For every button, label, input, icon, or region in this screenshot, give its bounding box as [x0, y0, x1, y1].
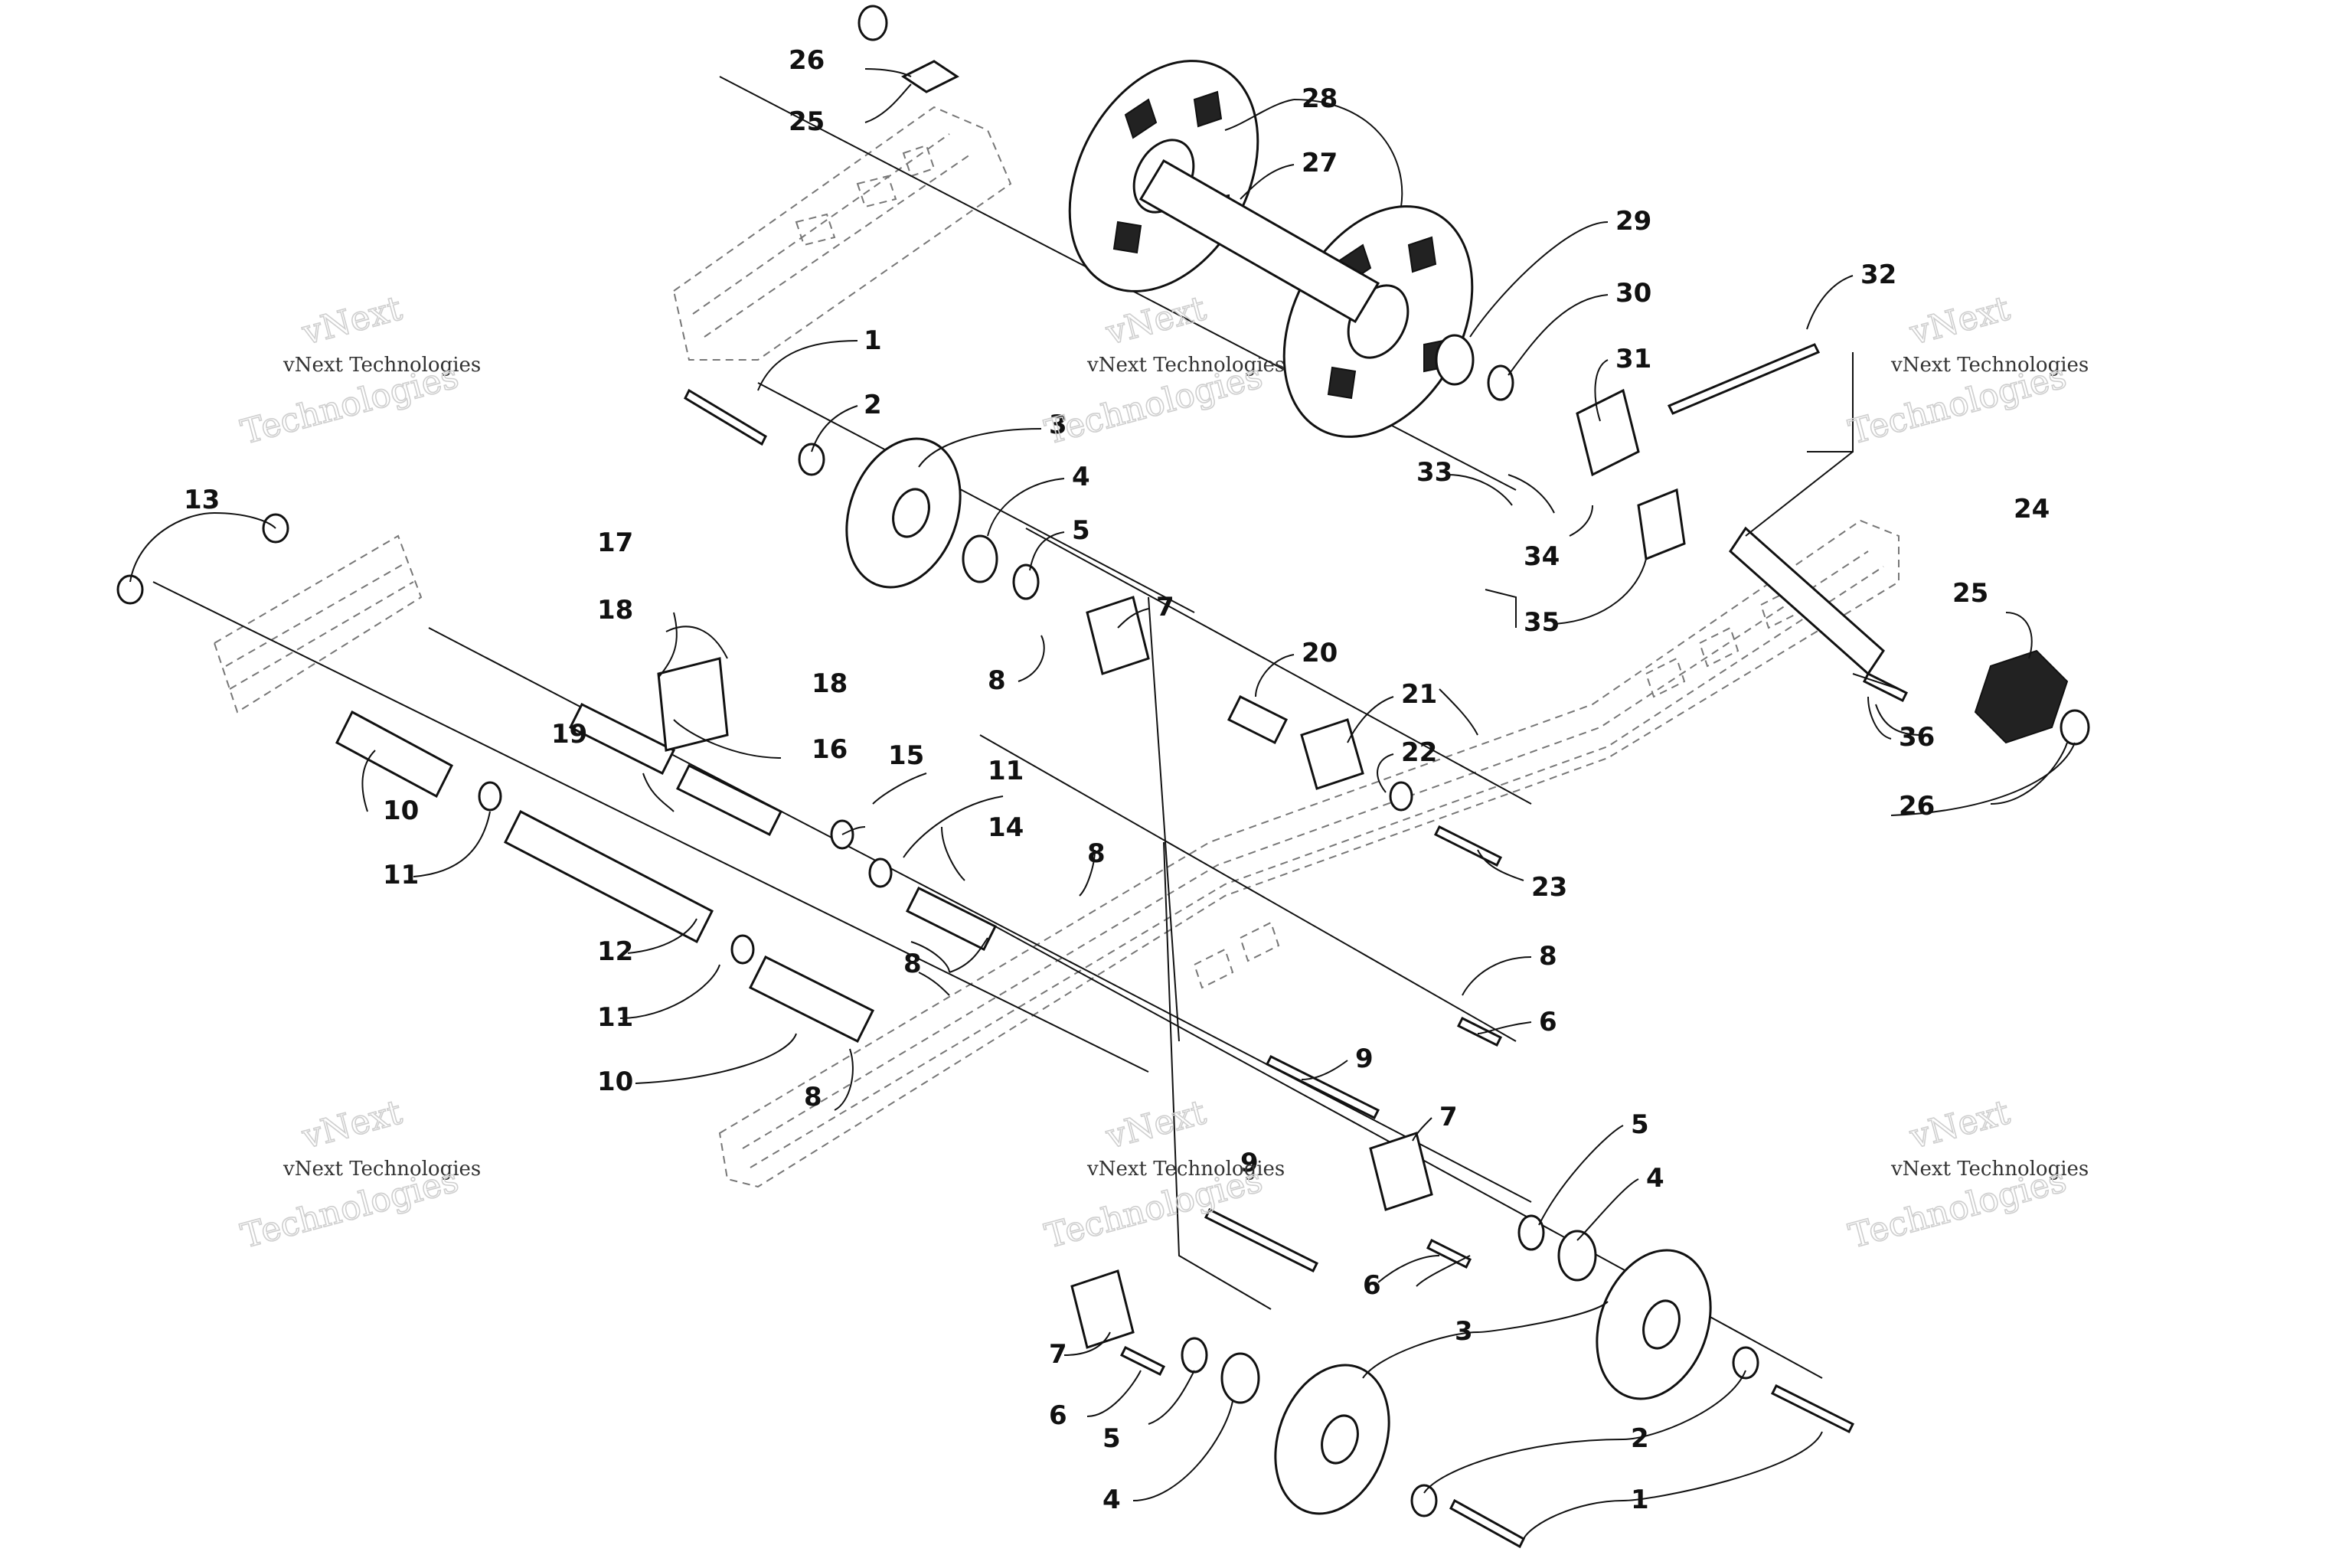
svg-text:vNext: vNext: [1906, 1093, 2014, 1157]
callout-32: 32: [1860, 260, 1896, 290]
callout-19: 19: [551, 719, 587, 750]
callout-6-right: 6: [1363, 1270, 1381, 1301]
watermark-bottom-left: vNext vNext Technologies Technologies: [237, 1092, 481, 1256]
callout-numbers: 1 2 3 4 5 7 8 28 27 29 30 31 32 33 34 35…: [184, 45, 2050, 1515]
svg-text:vNext: vNext: [1102, 1093, 1210, 1157]
callout-3-lower: 3: [1455, 1316, 1473, 1347]
svg-text:vNext: vNext: [298, 289, 407, 353]
svg-text:vNext Technologies: vNext Technologies: [1086, 354, 1285, 377]
idler-wheel-lower-left: [1274, 1364, 1390, 1515]
callout-5: 5: [1072, 515, 1090, 546]
callout-14: 14: [988, 812, 1024, 843]
idler-wheel-large-right: [1282, 205, 1474, 438]
callout-8: 8: [988, 665, 1006, 696]
callout-22: 22: [1401, 737, 1437, 768]
callout-26-top: 26: [789, 45, 825, 76]
callout-36: 36: [1899, 722, 1935, 753]
callout-29: 29: [1615, 206, 1651, 237]
callout-26-right: 26: [1899, 791, 1935, 822]
axle-tube-27: [1138, 158, 1380, 324]
callout-20: 20: [1302, 638, 1338, 668]
callout-4-lower: 4: [1102, 1485, 1121, 1515]
callout-15: 15: [888, 740, 924, 771]
callout-11-left: 11: [383, 860, 419, 890]
callout-3: 3: [1049, 410, 1067, 440]
callout-4-right: 4: [1646, 1163, 1664, 1194]
svg-text:vNext Technologies: vNext Technologies: [1890, 354, 2089, 377]
callout-10-top: 10: [383, 795, 419, 826]
brackets-and-blocks: [116, 5, 2090, 1349]
callout-12: 12: [597, 936, 633, 967]
callout-5-right: 5: [1631, 1109, 1649, 1140]
callout-16: 16: [812, 734, 848, 765]
callout-34: 34: [1524, 541, 1560, 572]
callout-31: 31: [1615, 344, 1651, 374]
callout-7-lower: 7: [1049, 1339, 1067, 1370]
callout-18-left: 18: [597, 595, 633, 626]
callout-35: 35: [1524, 607, 1560, 638]
idler-wheel-lower-right: [1596, 1249, 1712, 1400]
svg-text:vNext Technologies: vNext Technologies: [1890, 1158, 2089, 1181]
callout-23: 23: [1531, 872, 1567, 903]
callout-21: 21: [1401, 679, 1437, 710]
watermarks: vNext vNext Technologies Technologies vN…: [237, 288, 2089, 1256]
idler-wheel-upper: [845, 437, 962, 589]
callout-8-left: 8: [903, 949, 922, 979]
callout-8-bottom: 8: [804, 1082, 822, 1112]
callout-7: 7: [1156, 592, 1174, 622]
leader-lines: [129, 68, 2076, 1540]
callout-7-right: 7: [1439, 1102, 1458, 1132]
svg-text:vNext Technologies: vNext Technologies: [283, 1158, 481, 1181]
callout-25-top: 25: [789, 106, 825, 137]
callout-24: 24: [2014, 494, 2050, 524]
callout-9-upper: 9: [1355, 1044, 1374, 1074]
callout-25-right: 25: [1952, 578, 1988, 609]
callout-18-right: 18: [812, 668, 848, 699]
bolts: [684, 343, 1909, 1549]
watermark-top-center: vNext vNext Technologies Technologies: [1040, 288, 1285, 452]
svg-text:vNext: vNext: [1102, 289, 1210, 353]
svg-text:vNext: vNext: [298, 1093, 407, 1157]
callout-11-top: 11: [988, 756, 1024, 786]
watermark-bottom-right: vNext vNext Technologies Technologies: [1844, 1092, 2089, 1256]
watermark-top-left: vNext vNext Technologies Technologies: [237, 288, 481, 452]
callout-27: 27: [1302, 148, 1338, 178]
callout-2-lower: 2: [1631, 1423, 1649, 1454]
callout-28: 28: [1302, 83, 1338, 114]
callout-33: 33: [1416, 457, 1452, 488]
upper-left-rail-outline: [672, 106, 1012, 361]
callout-5-lower: 5: [1102, 1423, 1121, 1454]
callout-8-cluster: 8: [1087, 838, 1106, 869]
bearings-and-rings: [478, 334, 1759, 1517]
tubes-and-spacers: [335, 526, 1885, 1044]
svg-text:vNext Technologies: vNext Technologies: [283, 354, 481, 377]
callout-11-mid: 11: [597, 1002, 633, 1033]
callout-4: 4: [1072, 462, 1090, 492]
callout-6-mid: 6: [1539, 1007, 1557, 1037]
callout-1-lower: 1: [1631, 1485, 1649, 1515]
callout-9-lower: 9: [1240, 1148, 1259, 1178]
left-rail-outline: [213, 534, 423, 714]
callout-13: 13: [184, 485, 220, 515]
svg-text:vNext: vNext: [1906, 289, 2014, 353]
callout-17: 17: [597, 528, 633, 558]
watermark-top-right: vNext vNext Technologies Technologies: [1844, 288, 2089, 452]
callout-2: 2: [864, 390, 882, 420]
callout-10-lower: 10: [597, 1067, 633, 1097]
svg-text:vNext Technologies: vNext Technologies: [1086, 1158, 1285, 1181]
callout-8-mid: 8: [1539, 941, 1557, 972]
callout-30: 30: [1615, 278, 1651, 309]
callout-6-lower: 6: [1049, 1400, 1067, 1431]
callout-1: 1: [864, 325, 882, 356]
